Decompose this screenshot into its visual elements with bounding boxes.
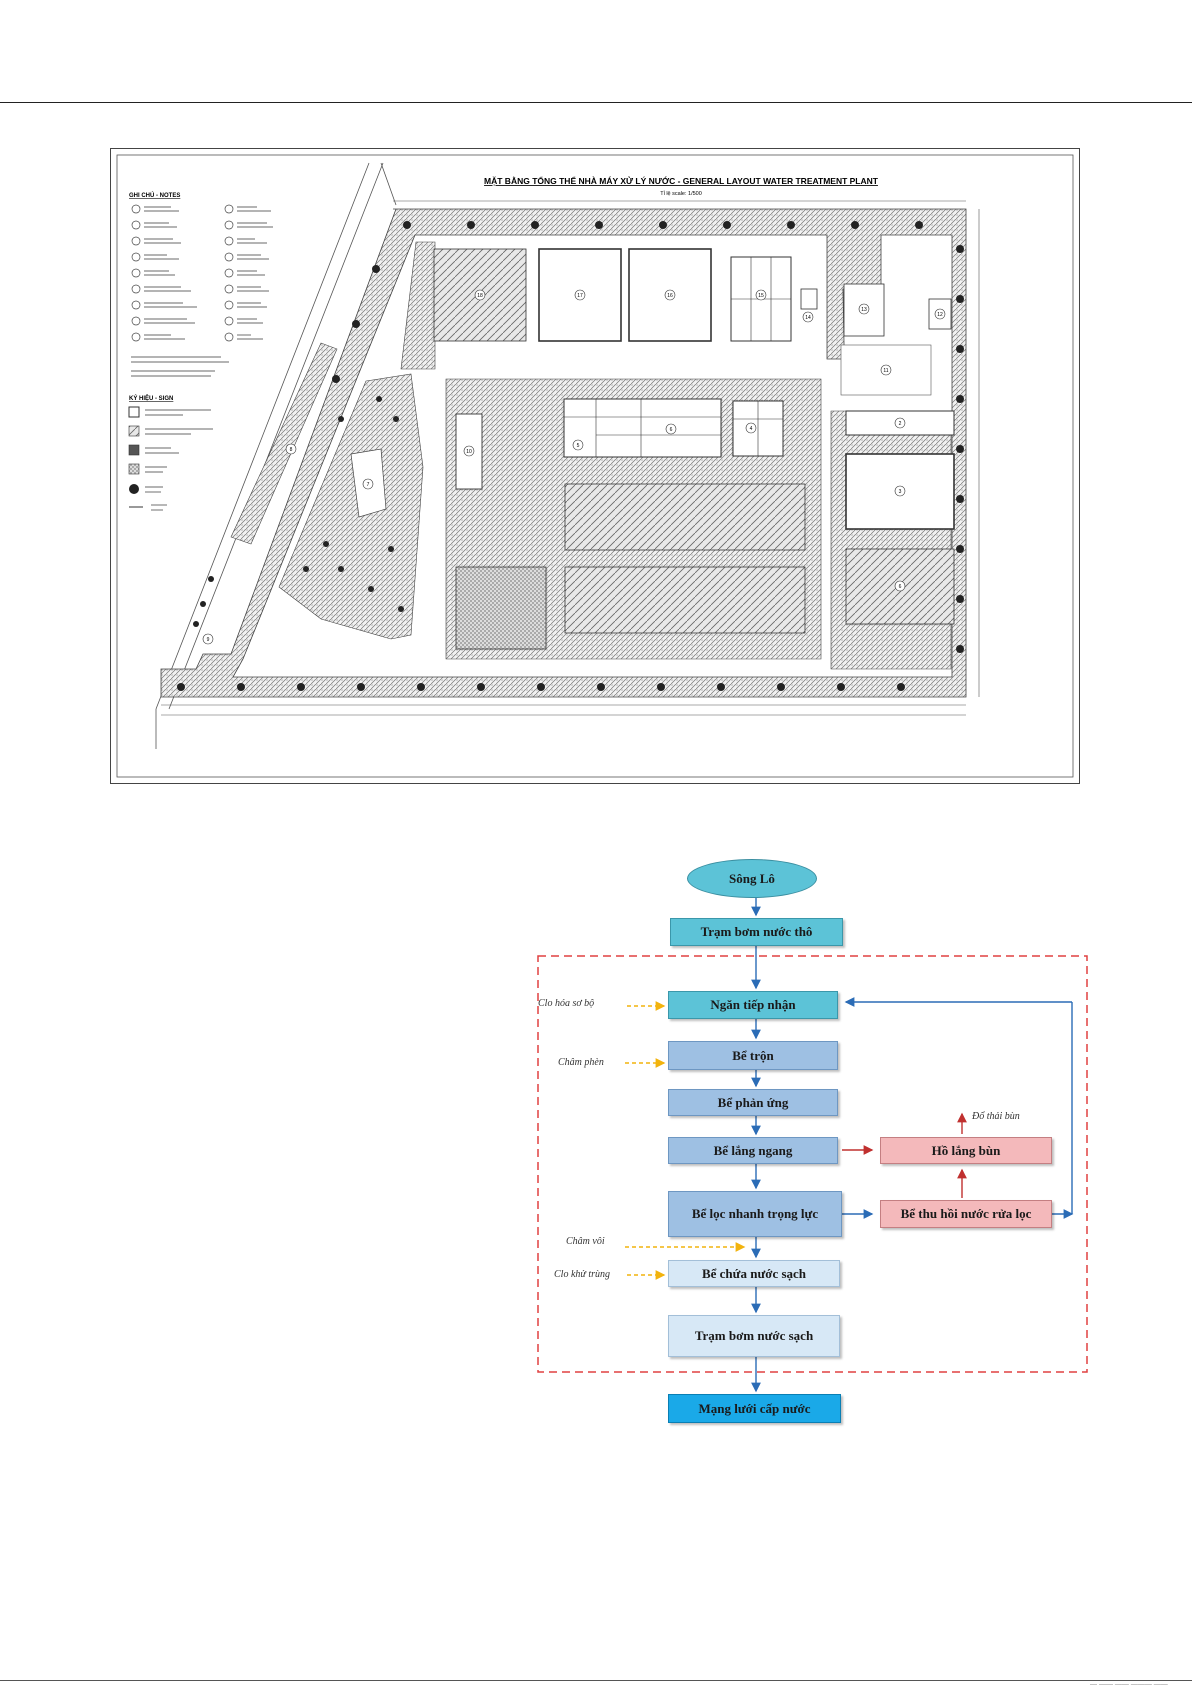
svg-text:18: 18: [477, 293, 483, 299]
tree-row: [177, 221, 964, 691]
reserve-area-3: [455, 566, 547, 650]
dimension-lines: [161, 200, 980, 716]
landscape-strip: [230, 342, 338, 545]
legend-text-lines: [145, 409, 213, 511]
node-backwash-recovery: Bể thu hồi nước rửa lọc: [880, 1200, 1052, 1228]
svg-text:12: 12: [937, 312, 943, 318]
node-distribution-network: Mạng lưới cấp nước: [668, 1394, 841, 1423]
node-clear-water-tank: Bể chứa nước sạch: [668, 1260, 840, 1287]
svg-text:8: 8: [290, 447, 293, 453]
unit-14: [800, 288, 818, 310]
recycle-loop: [844, 997, 1074, 1219]
node-sludge-lagoon: Hồ lắng bùn: [880, 1137, 1052, 1164]
sludge-arrows: [842, 1112, 967, 1198]
svg-text:11: 11: [883, 368, 888, 374]
svg-text:9: 9: [207, 637, 210, 643]
notes-list: [131, 204, 234, 342]
east-zone-green: [830, 410, 952, 670]
svg-text:14: 14: [805, 315, 811, 321]
node-sedimentation-tank: Bể lắng ngang: [668, 1137, 838, 1164]
site-plan-title: MẶT BẰNG TỔNG THỂ NHÀ MÁY XỬ LÝ NƯỚC - G…: [484, 175, 879, 186]
label-disinfection: Clo khử trùng: [554, 1269, 611, 1280]
svg-text:6: 6: [670, 427, 673, 433]
node-reaction-tank: Bể phản ứng: [668, 1089, 838, 1116]
node-clean-water-pump: Trạm bơm nước sạch: [668, 1315, 840, 1357]
header-rule: [0, 102, 1192, 103]
legend-title: KÝ HIỆU - SIGN: [129, 394, 173, 402]
landscape-patch-1: [400, 241, 436, 370]
reserve-area-2: [564, 566, 806, 634]
svg-text:16: 16: [667, 293, 673, 299]
svg-text:15: 15: [758, 293, 764, 299]
svg-text:2: 2: [899, 421, 902, 427]
svg-text:4: 4: [750, 426, 753, 432]
site-plan-subtitle: Tỉ lệ scale: 1/500: [660, 190, 702, 197]
unit-labels: 18 17 16 15 14 13 12 11 10 5 6 4 2: [202, 289, 946, 645]
label-alum-dosing: Châm phèn: [558, 1057, 604, 1068]
footer-rule: [0, 1680, 1192, 1681]
unit-sedimentation: [563, 398, 722, 458]
notes-title: GHI CHÚ - NOTES: [129, 192, 180, 199]
node-mixing-tank: Bể trộn: [668, 1041, 838, 1070]
svg-text:17: 17: [577, 293, 583, 299]
svg-text:6: 6: [899, 584, 902, 590]
treatment-boundary: [537, 955, 1088, 1373]
site-road: [155, 162, 397, 749]
site-plan-drawing: MẶT BẰNG TỔNG THỂ NHÀ MÁY XỬ LÝ NƯỚC - G…: [110, 148, 1080, 784]
svg-text:10: 10: [466, 449, 472, 455]
node-rapid-filter: Bể lọc nhanh trọng lực: [668, 1191, 842, 1237]
label-sludge-disposal: Đổ thải bùn: [972, 1111, 1020, 1122]
reserve-area-1: [564, 483, 806, 551]
svg-text:13: 13: [861, 307, 867, 313]
svg-text:3: 3: [899, 489, 902, 495]
source-river: Sông Lô: [687, 859, 817, 898]
notes-text-lines: [131, 206, 273, 377]
chemical-dosing-arrows: [625, 1001, 746, 1280]
legend-symbols: [128, 406, 143, 508]
node-raw-water-pump: Trạm bơm nước thô: [670, 918, 843, 946]
label-pre-chlorination: Clo hóa sơ bộ: [538, 998, 595, 1009]
svg-text:5: 5: [577, 443, 580, 449]
site-plan-svg: MẶT BẰNG TỔNG THỂ NHÀ MÁY XỬ LÝ NƯỚC - G…: [116, 154, 1074, 778]
node-receiving-chamber: Ngăn tiếp nhận: [668, 991, 838, 1019]
landscape-garden: [278, 373, 424, 640]
svg-text:7: 7: [367, 482, 370, 488]
label-lime-dosing: Châm vôi: [566, 1236, 605, 1247]
